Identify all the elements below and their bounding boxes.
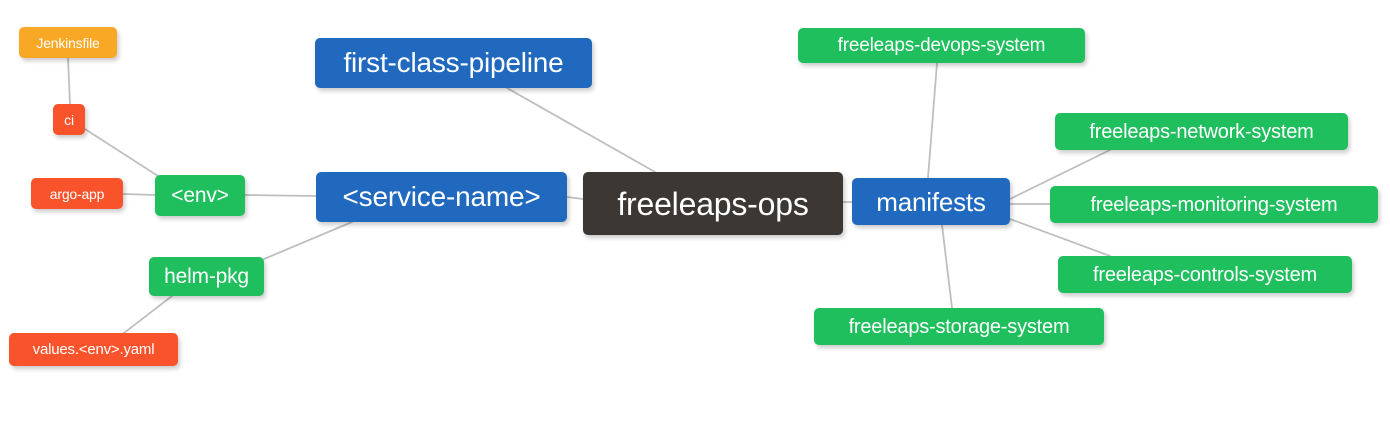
node-label-service-name: <service-name>: [342, 181, 541, 212]
node-label-jenkinsfile: Jenkinsfile: [36, 34, 100, 51]
node-label-ci: ci: [64, 111, 74, 128]
node-freeleaps-monitoring-system[interactable]: freeleaps-monitoring-system: [1050, 186, 1378, 223]
node-label-values-yaml: values.<env>.yaml: [32, 341, 155, 358]
edge-manifests-to-freeleaps-controls-system: [1009, 218, 1111, 257]
node-jenkinsfile[interactable]: Jenkinsfile: [19, 27, 117, 58]
edge-first-class-pipeline-to-freeleaps-ops: [506, 87, 656, 173]
node-freeleaps-controls-system[interactable]: freeleaps-controls-system: [1058, 256, 1352, 293]
node-label-manifests: manifests: [876, 186, 986, 217]
node-label-freeleaps-controls-system: freeleaps-controls-system: [1093, 263, 1317, 286]
edge-env-to-service-name: [244, 194, 317, 197]
edge-ci-to-env: [84, 128, 159, 177]
node-freeleaps-devops-system[interactable]: freeleaps-devops-system: [798, 28, 1085, 63]
node-env[interactable]: <env>: [155, 175, 245, 216]
node-first-class-pipeline[interactable]: first-class-pipeline: [315, 38, 592, 88]
node-helm-pkg[interactable]: helm-pkg: [149, 257, 264, 296]
node-label-env: <env>: [171, 184, 229, 207]
node-label-freeleaps-monitoring-system: freeleaps-monitoring-system: [1090, 193, 1338, 216]
edge-service-name-to-freeleaps-ops: [566, 196, 584, 200]
node-freeleaps-network-system[interactable]: freeleaps-network-system: [1055, 113, 1348, 150]
node-argo-app[interactable]: argo-app: [31, 178, 123, 209]
edge-manifests-to-freeleaps-devops-system: [927, 62, 938, 179]
node-freeleaps-ops[interactable]: freeleaps-ops: [583, 172, 843, 235]
node-values-yaml[interactable]: values.<env>.yaml: [9, 333, 178, 366]
edge-helm-pkg-to-values-yaml: [119, 295, 173, 337]
edge-argo-app-to-env: [122, 193, 156, 196]
node-label-freeleaps-network-system: freeleaps-network-system: [1089, 120, 1314, 143]
node-service-name[interactable]: <service-name>: [316, 172, 567, 222]
node-freeleaps-storage-system[interactable]: freeleaps-storage-system: [814, 308, 1104, 345]
node-ci[interactable]: ci: [53, 104, 85, 135]
node-label-freeleaps-storage-system: freeleaps-storage-system: [848, 315, 1070, 338]
node-label-helm-pkg: helm-pkg: [164, 265, 249, 288]
edge-service-name-to-helm-pkg: [263, 221, 353, 260]
node-label-first-class-pipeline: first-class-pipeline: [343, 47, 564, 78]
node-manifests[interactable]: manifests: [852, 178, 1010, 225]
node-label-freeleaps-ops: freeleaps-ops: [617, 185, 809, 222]
edge-manifests-to-freeleaps-storage-system: [941, 224, 953, 309]
edge-jenkinsfile-to-ci: [67, 57, 71, 105]
node-label-argo-app: argo-app: [49, 185, 105, 202]
node-label-freeleaps-devops-system: freeleaps-devops-system: [837, 35, 1046, 56]
